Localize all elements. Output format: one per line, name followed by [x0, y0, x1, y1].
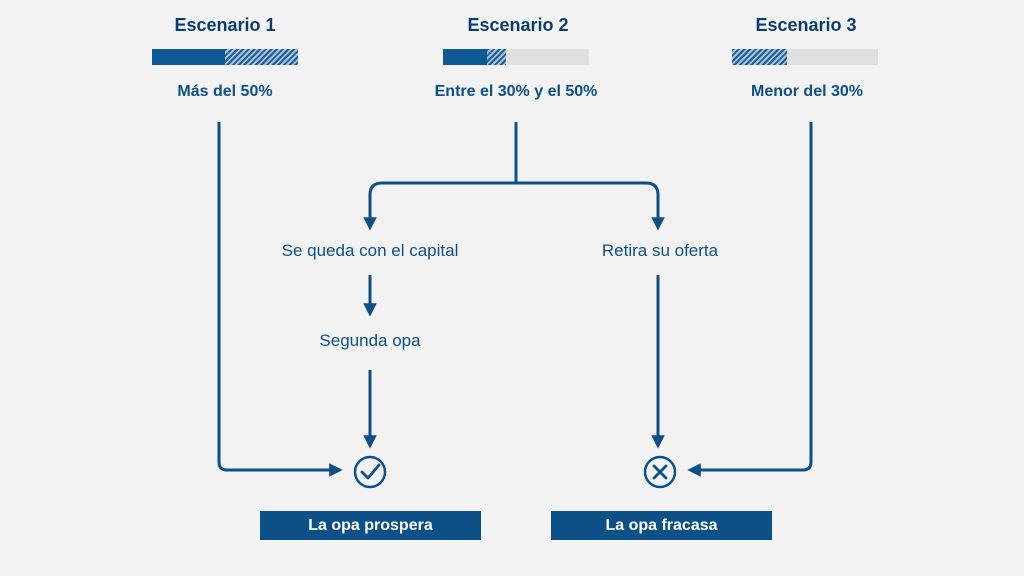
step-keep-capital: Se queda con el capital	[281, 241, 459, 260]
result-success-box: La opa prospera	[260, 511, 481, 540]
scenario-2-bar-solid	[443, 49, 487, 65]
scenario-1-title: Escenario 1	[174, 15, 276, 35]
x-circle-icon	[643, 455, 677, 489]
scenario-1-bar-solid	[152, 49, 225, 65]
scenario-3-range: Menor del 30%	[750, 83, 864, 100]
result-failure-box: La opa fracasa	[551, 511, 772, 540]
scenario-2-title: Escenario 2	[467, 15, 569, 35]
scenario-1-range: Más del 50%	[177, 83, 273, 100]
scenario-3-title: Escenario 3	[755, 15, 857, 35]
arrow-scenario2-to-keep-capital	[363, 181, 516, 231]
scenario-2-bar	[443, 49, 589, 65]
arrow-scenario3-to-failure	[687, 122, 813, 477]
step-withdraw-offer: Retira su oferta	[601, 241, 719, 260]
result-failure-label: La opa fracasa	[605, 516, 718, 534]
arrow-scenario2-to-withdraw	[516, 181, 665, 231]
step-second-opa: Segunda opa	[319, 331, 421, 350]
scenario-2-range: Entre el 30% y el 50%	[434, 83, 598, 100]
scenario-1-bar	[152, 49, 298, 65]
scenario-1-bar-hatch	[225, 49, 298, 65]
result-success-label: La opa prospera	[308, 516, 433, 534]
check-circle-icon	[353, 455, 387, 489]
scenario-3-bar-hatch	[732, 49, 788, 65]
scenario-3-bar	[732, 49, 878, 65]
arrow-scenario1-to-success	[217, 122, 343, 477]
scenario-2-bar-hatch	[486, 49, 506, 65]
